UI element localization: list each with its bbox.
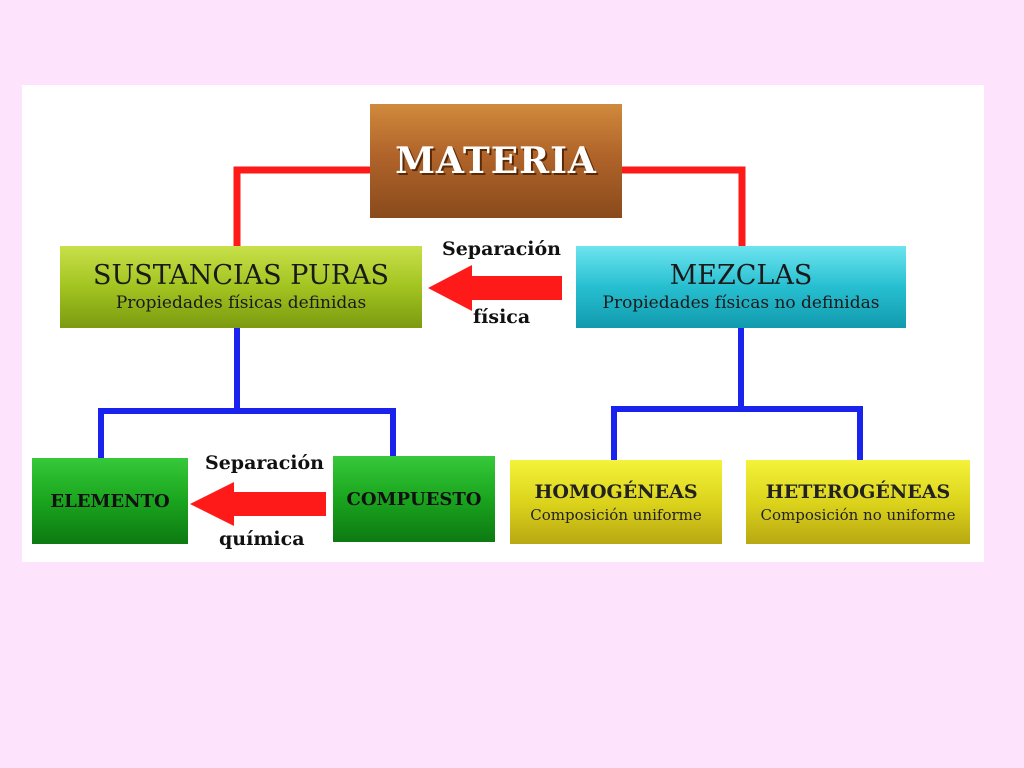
node-homogeneas-subtitle: Composición uniforme — [530, 506, 702, 524]
arrow-quimica-label-bottom: química — [219, 528, 305, 550]
connector-materia-mezclas — [622, 166, 746, 246]
node-sustancias-puras: SUSTANCIAS PURAS Propiedades físicas def… — [60, 246, 422, 328]
node-mezclas-title: MEZCLAS — [669, 260, 813, 291]
arrow-separacion-fisica — [428, 265, 562, 311]
node-sustancias-puras-subtitle: Propiedades físicas definidas — [115, 293, 367, 313]
node-mezclas-subtitle: Propiedades físicas no definidas — [602, 293, 880, 313]
connector-materia-sustancias — [233, 166, 370, 246]
node-heterogeneas: HETEROGÉNEAS Composición no uniforme — [746, 460, 970, 544]
arrow-quimica-label-top: Separación — [205, 452, 325, 474]
node-mezclas: MEZCLAS Propiedades físicas no definidas — [576, 246, 906, 328]
connector-sustancias-children — [98, 408, 396, 458]
node-materia: MATERIA — [370, 104, 622, 218]
node-heterogeneas-subtitle: Composición no uniforme — [760, 506, 956, 524]
node-compuesto-title: COMPUESTO — [346, 488, 482, 510]
node-elemento-title: ELEMENTO — [50, 490, 170, 512]
node-homogeneas: HOMOGÉNEAS Composición uniforme — [510, 460, 722, 544]
arrow-fisica-label-bottom: física — [473, 306, 531, 328]
arrow-separacion-quimica — [190, 482, 326, 526]
arrow-fisica-label-top: Separación — [442, 238, 562, 260]
node-materia-title: MATERIA — [395, 140, 597, 182]
node-compuesto: COMPUESTO — [333, 456, 495, 542]
node-heterogeneas-title: HETEROGÉNEAS — [765, 481, 951, 503]
connector-mezclas-children — [611, 406, 863, 460]
node-sustancias-puras-title: SUSTANCIAS PURAS — [92, 260, 390, 291]
node-homogeneas-title: HOMOGÉNEAS — [534, 481, 698, 503]
node-elemento: ELEMENTO — [32, 458, 188, 544]
